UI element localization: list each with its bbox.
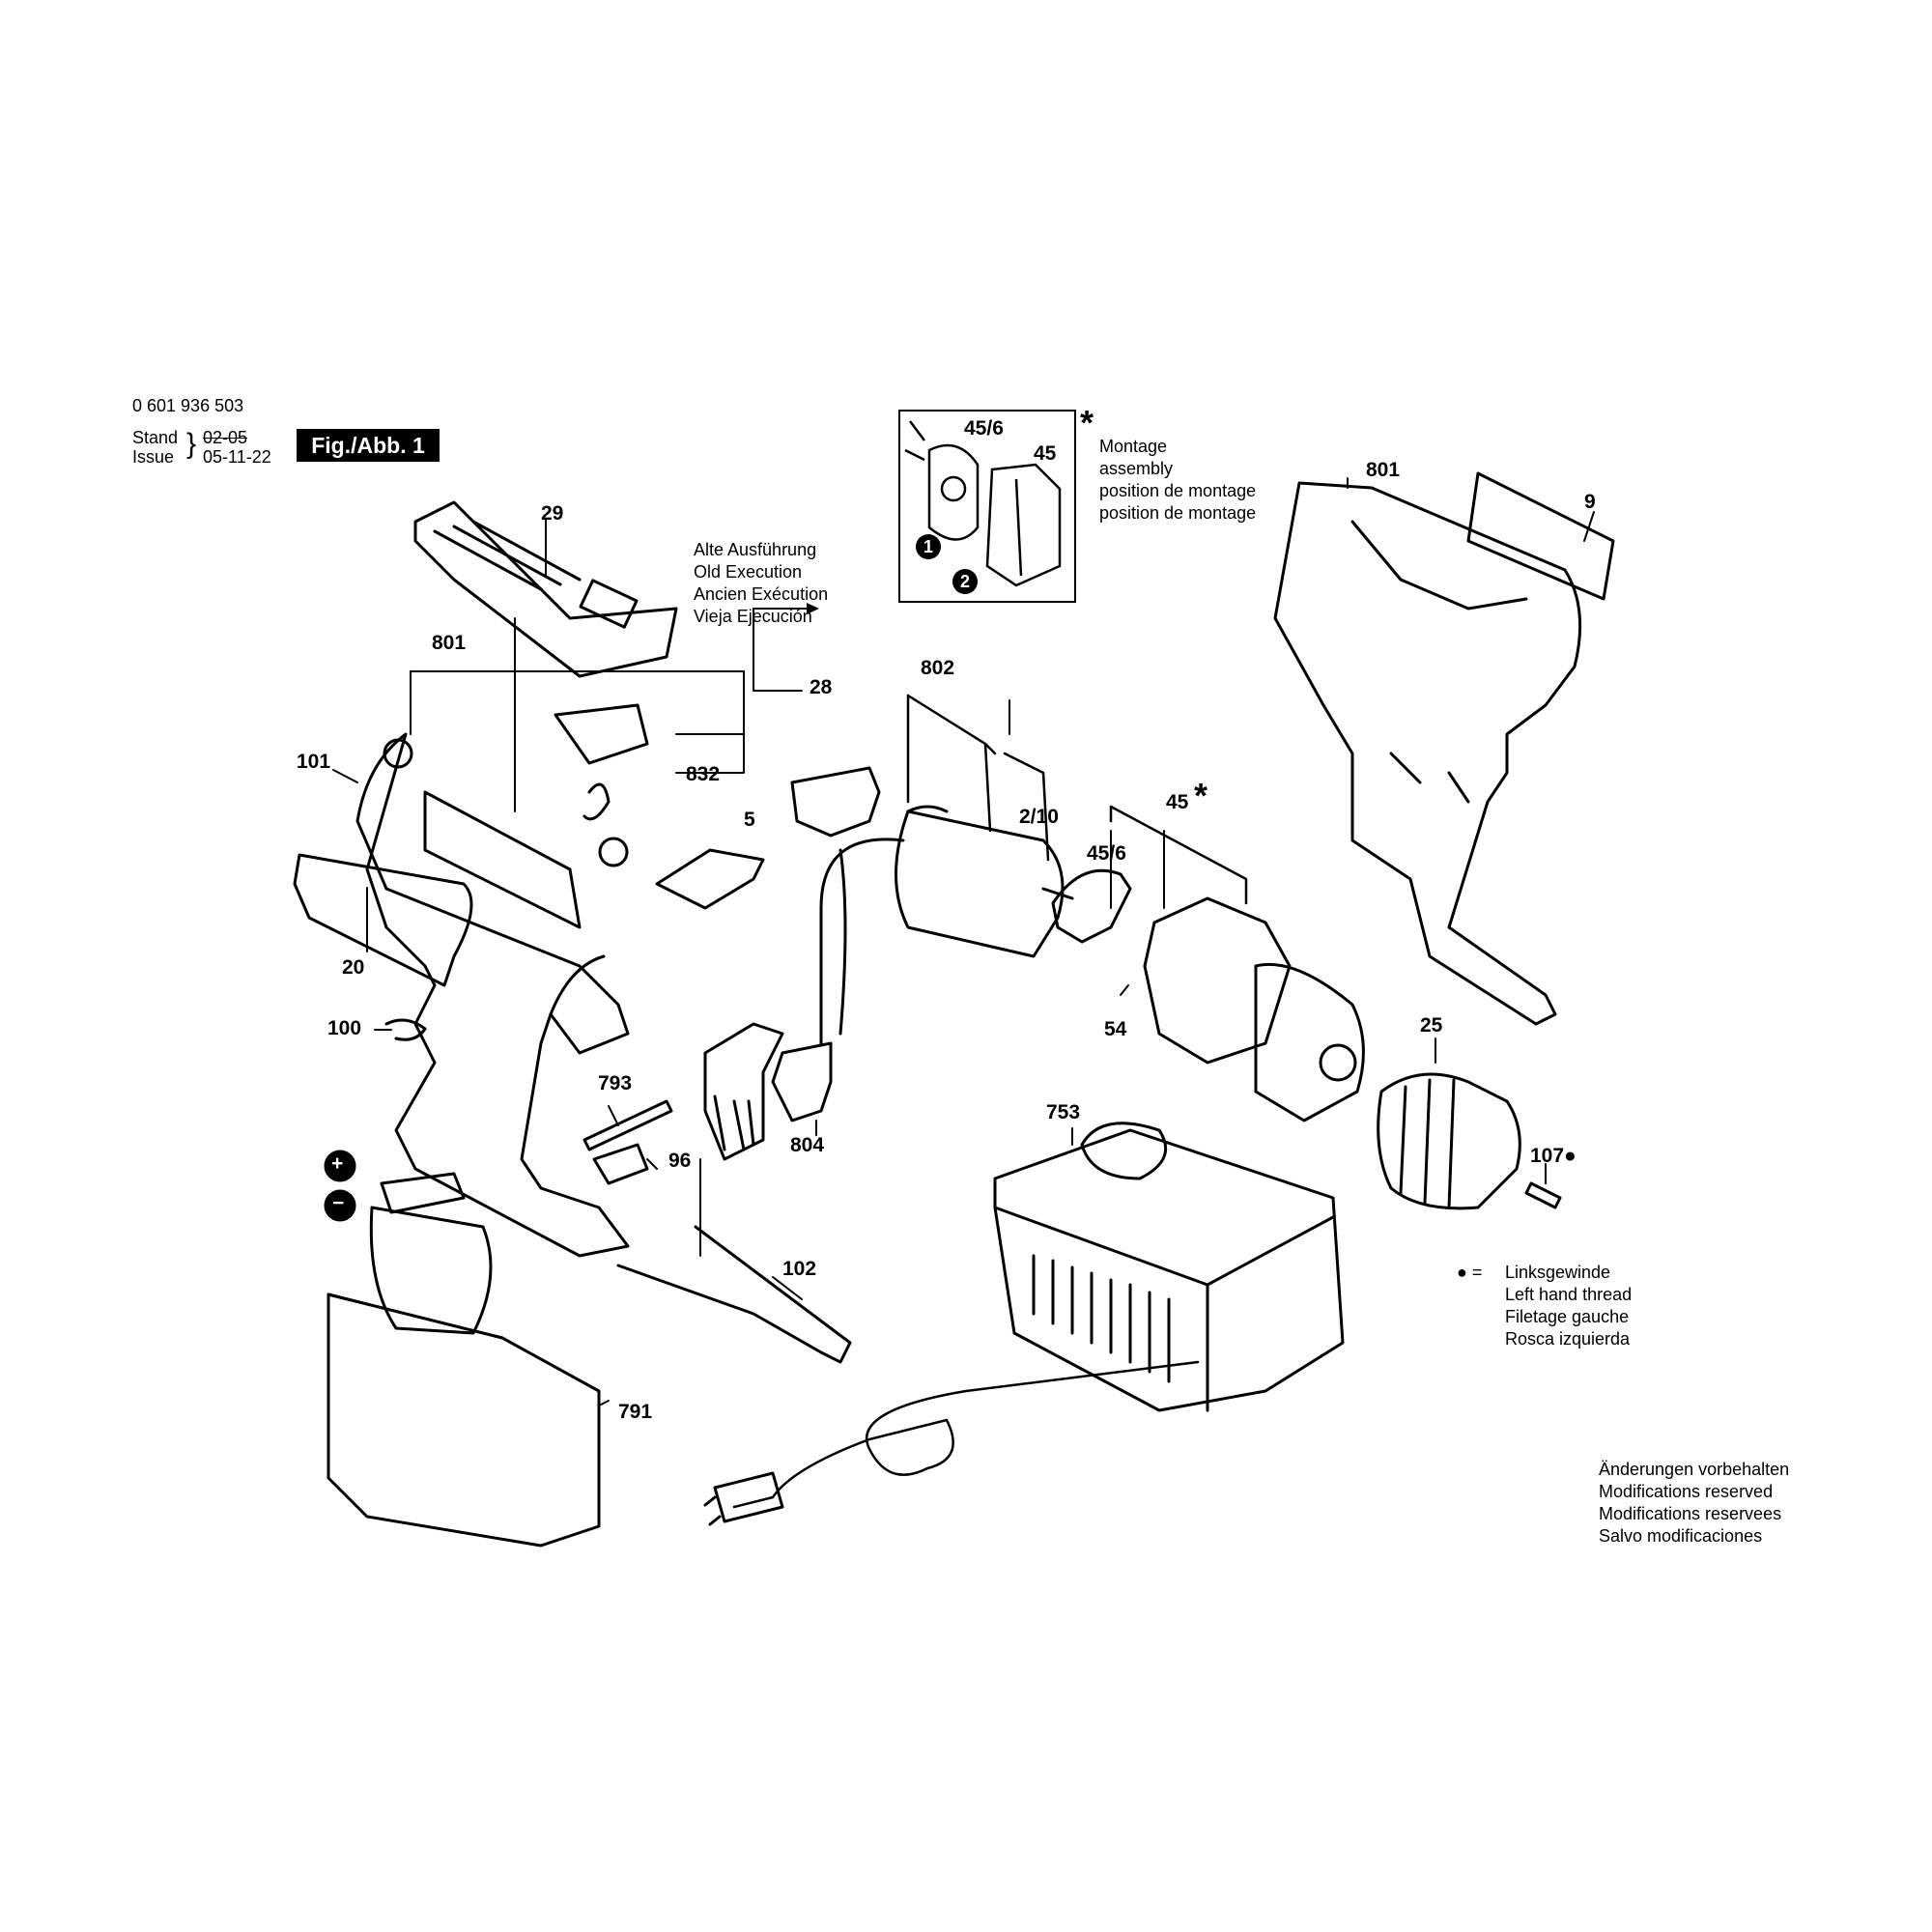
- label-804: 804: [790, 1134, 825, 1156]
- plate-45-6: [1051, 868, 1132, 944]
- part-number: 0 601 936 503: [132, 396, 244, 415]
- note-line: Salvo modificaciones: [1599, 1526, 1763, 1546]
- assembly-inset: 45/6 45 1 2: [898, 410, 1076, 603]
- asterisk-icon: *: [1080, 403, 1094, 442]
- holder-96: [592, 1143, 649, 1185]
- note-line: Vieja Ejecución: [694, 607, 812, 626]
- charger-753: [993, 1122, 1345, 1412]
- note-line: Modifications reservees: [1599, 1504, 1782, 1523]
- inset-drawing: [904, 420, 1062, 587]
- label-29: 29: [541, 502, 564, 525]
- issue-date: 05-11-22: [203, 447, 271, 467]
- slider-5: [655, 848, 765, 910]
- label-25: 25: [1420, 1014, 1443, 1037]
- bracket-28: [790, 766, 881, 838]
- note-line: Alte Ausführung: [694, 540, 817, 559]
- housing-right-801: [1273, 481, 1582, 1026]
- plus-terminal-icon: [324, 1150, 356, 1182]
- old-execution-note: Alte Ausführung Old Execution Ancien Exé…: [694, 539, 828, 628]
- label-801-left: 801: [432, 632, 467, 654]
- note-line: assembly: [1099, 459, 1174, 478]
- label-107: 107●: [1530, 1145, 1577, 1167]
- housing-left-801: [355, 732, 630, 1258]
- left-hand-thread-note: Linksgewinde Left hand thread Filetage g…: [1505, 1262, 1632, 1350]
- inset-label-45: 45: [1034, 442, 1057, 465]
- bracket-802: [906, 694, 1050, 862]
- leader-lines: [332, 477, 1595, 1406]
- label-54: 54: [1104, 1018, 1127, 1040]
- note-line: Linksgewinde: [1505, 1263, 1611, 1282]
- label-9: 9: [1584, 491, 1596, 513]
- power-plug: [703, 1471, 784, 1526]
- label-793: 793: [598, 1072, 633, 1094]
- left-thread-symbol: ● =: [1457, 1263, 1483, 1282]
- assembly-note: Montage assembly position de montage pos…: [1099, 436, 1256, 525]
- step-1-icon: 1: [916, 534, 941, 559]
- issue-label: Issue: [132, 447, 175, 467]
- bracket-45: [1109, 805, 1248, 905]
- note-line: position de montage: [1099, 503, 1257, 523]
- chuck-25: [1377, 1072, 1521, 1210]
- note-line: Modifications reserved: [1599, 1482, 1774, 1501]
- label-45-6: 45/6: [1087, 842, 1126, 865]
- note-line: Filetage gauche: [1505, 1307, 1630, 1326]
- power-cord: [732, 1360, 1200, 1509]
- note-line: Rosca izquierda: [1505, 1329, 1631, 1349]
- arrow-head: [807, 603, 819, 614]
- note-line: Änderungen vorbehalten: [1599, 1460, 1790, 1479]
- inset-label-45-6: 45/6: [964, 417, 1004, 440]
- wire-102: [616, 1225, 852, 1364]
- label-791: 791: [618, 1401, 653, 1423]
- note-line: Old Execution: [694, 562, 803, 582]
- minus-label: −: [332, 1192, 345, 1214]
- label-20: 20: [342, 956, 365, 979]
- label-2-10: 2/10: [1019, 806, 1059, 828]
- note-line: Left hand thread: [1505, 1285, 1633, 1304]
- sticker-9: [1466, 471, 1615, 601]
- clip-832: [554, 703, 649, 821]
- label-101: 101: [297, 751, 331, 773]
- side-plate-20: [293, 853, 473, 987]
- stand-date: 02-05: [203, 428, 248, 447]
- label-102: 102: [782, 1258, 817, 1280]
- brace-icon: }: [186, 428, 197, 460]
- label-832: 832: [686, 763, 721, 785]
- note-line: position de montage: [1099, 481, 1257, 500]
- bit-793: [582, 1099, 673, 1151]
- wire-100: [384, 1018, 427, 1041]
- note-line: Ancien Exécution: [694, 584, 829, 604]
- label-802: 802: [921, 657, 955, 679]
- label-5: 5: [744, 809, 755, 831]
- screw-107: [1524, 1181, 1562, 1209]
- label-753: 753: [1046, 1101, 1081, 1123]
- asterisk-icon-45: *: [1194, 776, 1208, 815]
- step-2-icon: 2: [952, 569, 978, 594]
- label-96: 96: [668, 1150, 692, 1172]
- motor-802: [819, 805, 1074, 1045]
- switch-804: [703, 1022, 833, 1161]
- battery-cover-29: [413, 500, 678, 678]
- label-100: 100: [327, 1017, 362, 1039]
- note-line: Montage: [1099, 437, 1168, 456]
- stand-label: Stand: [132, 428, 179, 447]
- modifications-note: Änderungen vorbehalten Modifications res…: [1599, 1459, 1789, 1548]
- label-28: 28: [810, 676, 833, 698]
- minus-terminal-icon: [324, 1189, 356, 1222]
- label-45: 45: [1166, 791, 1189, 813]
- plus-label: +: [331, 1152, 344, 1175]
- gearbox-45: [1143, 896, 1365, 1122]
- label-801-right: 801: [1366, 459, 1401, 481]
- figure-label: Fig./Abb. 1: [297, 429, 440, 462]
- battery-791: [327, 1172, 601, 1548]
